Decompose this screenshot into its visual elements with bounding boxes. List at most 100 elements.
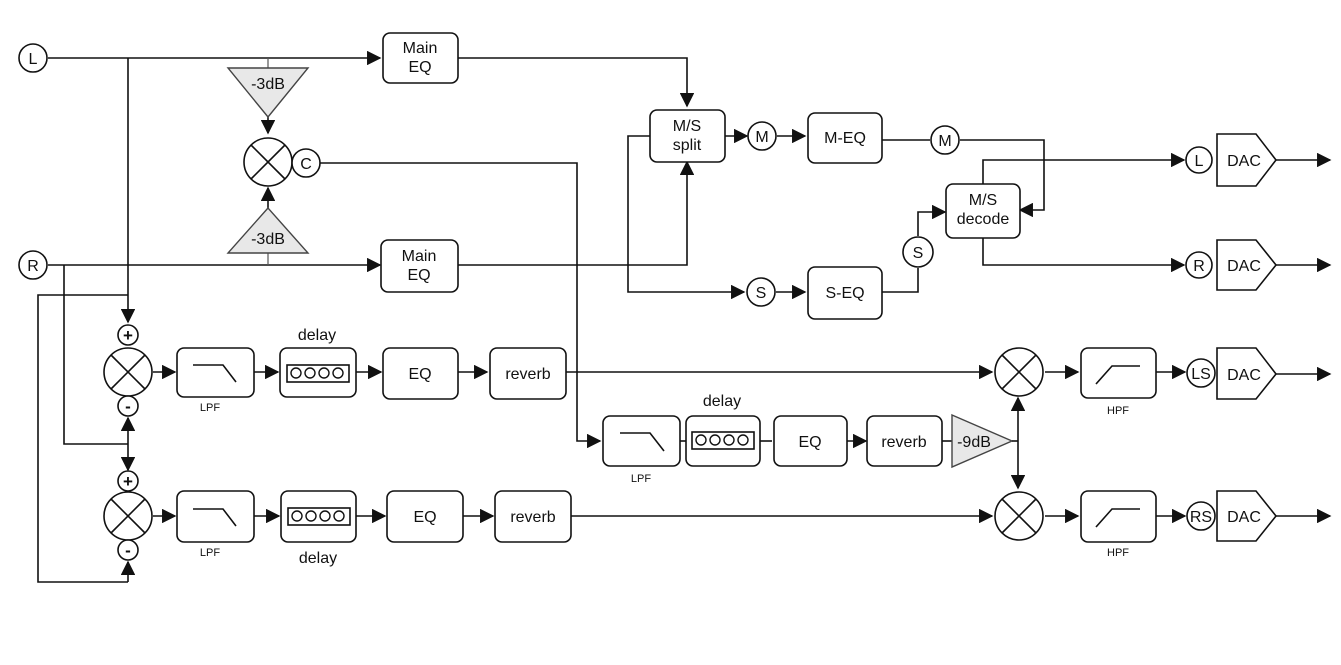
hpf-rs-label: HPF (1107, 547, 1129, 559)
svg-text:reverb: reverb (505, 366, 550, 383)
delay-ls-block (279, 347, 357, 398)
svg-text:C: C (300, 156, 312, 173)
input-r-node: R (18, 250, 48, 280)
output-rs-node: RS (1186, 501, 1216, 531)
output-l-node: L (1185, 146, 1213, 174)
eq-ls-block: EQ (382, 347, 459, 400)
svg-text:EQ: EQ (408, 366, 431, 383)
svg-text:reverb: reverb (881, 434, 926, 451)
label-line: M/S (969, 192, 997, 209)
hpf-rs-block (1080, 490, 1157, 543)
label-line: Main (403, 40, 438, 57)
side-node-a: S (746, 277, 776, 307)
reverb-rs-block: reverb (494, 490, 572, 543)
label-line: Main (402, 248, 437, 265)
svg-text:reverb: reverb (510, 509, 555, 526)
label-line: split (673, 137, 702, 154)
mid-node-a: M (747, 121, 777, 151)
wire-decode-to-l (982, 152, 1186, 184)
mid-node-b: M (930, 125, 960, 155)
wires (37, 50, 1332, 583)
wire-s-to-decode (917, 204, 947, 236)
svg-text:+: + (123, 472, 133, 491)
wire-l-to-sum2-minus (37, 294, 128, 583)
svg-text:R: R (27, 258, 39, 275)
center-multiplier (243, 137, 293, 187)
dac-left: DAC (1216, 133, 1278, 187)
mixer-ls (994, 347, 1044, 397)
svg-text:EQ: EQ (413, 509, 436, 526)
gain-c-triangle: -9dB (951, 413, 1014, 469)
label-line: EQ (407, 267, 430, 284)
wire-m-to-decode (960, 139, 1045, 218)
svg-text:LS: LS (1191, 366, 1211, 383)
svg-text:L: L (1195, 153, 1204, 170)
svg-text:-3dB: -3dB (251, 76, 285, 93)
sum2-minus-sign: - (117, 539, 139, 561)
svg-text:S: S (913, 245, 924, 262)
sum1-plus-sign: + (117, 324, 139, 346)
svg-text:DAC: DAC (1227, 153, 1261, 170)
sum2-mixer (103, 491, 153, 541)
wire-decode-to-r (982, 238, 1186, 273)
wire-maineq-to-split (458, 57, 695, 108)
attenuator-top: -3dB (226, 67, 310, 119)
hpf-ls-block (1080, 347, 1157, 399)
wire-split-to-s (627, 135, 746, 300)
sum2-plus-sign: + (117, 470, 139, 492)
lpf-ls-label: LPF (200, 402, 220, 414)
reverb-ls-block: reverb (489, 347, 567, 400)
ms-split-block: M/S split (649, 109, 726, 163)
svg-text:+: + (123, 326, 133, 345)
svg-text:-9dB: -9dB (957, 434, 991, 451)
lpf-rs-label: LPF (200, 547, 220, 559)
side-eq-block: S-EQ (807, 266, 883, 320)
attenuator-bottom: -3dB (226, 206, 310, 254)
svg-text:RS: RS (1190, 509, 1212, 526)
center-node: C (291, 148, 321, 178)
side-node-b: S (902, 236, 934, 268)
delay-c-block (685, 415, 761, 467)
sum1-minus-sign: - (117, 395, 139, 417)
svg-text:M: M (938, 133, 951, 150)
input-l-node: L (18, 43, 48, 73)
lpf-c-block (602, 415, 681, 467)
wire-seq-to-s (882, 268, 919, 293)
delay-ls-label: delay (298, 327, 336, 344)
dac-ls: DAC (1216, 347, 1278, 400)
svg-text:-: - (125, 541, 131, 560)
output-ls-node: LS (1186, 358, 1216, 388)
delay-rs-label: delay (299, 550, 337, 567)
svg-text:L: L (29, 51, 38, 68)
svg-text:DAC: DAC (1227, 509, 1261, 526)
svg-text:M: M (755, 129, 768, 146)
svg-text:DAC: DAC (1227, 367, 1261, 384)
dac-rs: DAC (1216, 490, 1278, 542)
lpf-c-label: LPF (631, 473, 651, 485)
svg-text:EQ: EQ (798, 434, 821, 451)
eq-rs-block: EQ (386, 490, 464, 543)
label-line: M/S (673, 118, 701, 135)
sum1-mixer (103, 347, 153, 397)
reverb-c-block: reverb (866, 415, 943, 467)
label-line: EQ (408, 59, 431, 76)
delay-rs-block (280, 490, 357, 543)
lpf-ls-block (176, 347, 255, 398)
svg-text:S: S (756, 285, 767, 302)
wire-r-to-sum1-minus (63, 265, 128, 445)
mid-eq-block: M-EQ (807, 112, 883, 164)
mixer-rs (994, 491, 1044, 541)
dac-right: DAC (1216, 239, 1278, 291)
eq-c-block: EQ (773, 415, 848, 467)
lpf-rs-block (176, 490, 255, 543)
output-r-node: R (1185, 251, 1213, 279)
svg-text:R: R (1193, 258, 1205, 275)
